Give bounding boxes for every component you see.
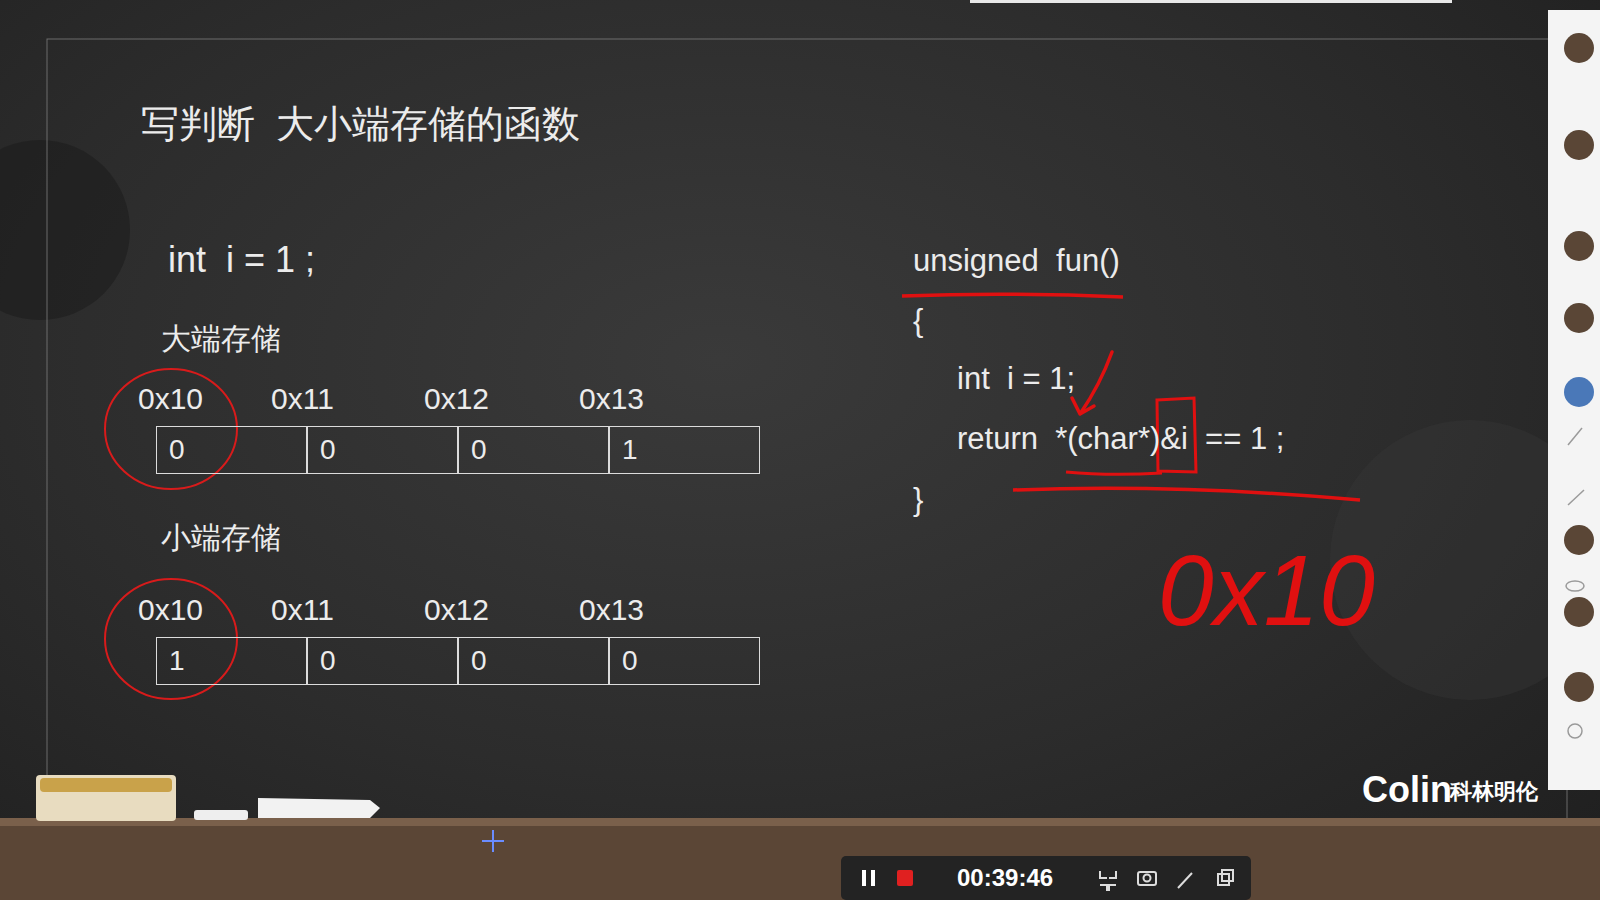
side-panel [1548, 10, 1600, 790]
byte-value: 0 [157, 434, 185, 466]
pen-tools [1566, 428, 1584, 738]
chalk-stick [258, 798, 380, 818]
watermark: Colin [1362, 768, 1452, 811]
ellipse-icon [1566, 581, 1584, 591]
record-timer: 00:39:46 [957, 864, 1053, 893]
toolbar-icons [1100, 870, 1233, 891]
byte-value: 1 [157, 645, 185, 677]
section-heading: 大端存储 [161, 321, 281, 357]
eraser [36, 775, 176, 821]
code-line: int i = 1; [957, 360, 1075, 397]
selection-edge [970, 0, 1452, 3]
byte-value: 1 [610, 434, 638, 466]
memory-cell: 0x101 [156, 637, 307, 685]
memory-cell: 0x131 [609, 426, 760, 474]
memory-address: 0x13 [579, 592, 644, 628]
memory-cell: 0x120 [458, 637, 609, 685]
code-line: return *(char*)&i == 1 ; [957, 420, 1284, 457]
wood-ledge [0, 818, 1600, 900]
memory-address: 0x13 [579, 381, 644, 417]
pen-icon [1178, 873, 1192, 888]
red-underline [902, 294, 1123, 297]
shrink-icon [1100, 871, 1116, 891]
byte-value: 0 [308, 434, 336, 466]
window-icon [1218, 874, 1229, 885]
camera-icon [1138, 872, 1156, 885]
red-underline [1013, 488, 1360, 500]
avatar [1564, 130, 1594, 160]
camera-lens [1144, 875, 1151, 882]
line-icon [1568, 490, 1584, 505]
byte-value: 0 [459, 645, 487, 677]
red-circle [105, 579, 237, 699]
avatar [1564, 33, 1594, 63]
avatar [1564, 377, 1594, 407]
memory-cell: 0x110 [307, 426, 458, 474]
byte-value: 0 [308, 645, 336, 677]
chalk-piece [194, 810, 248, 820]
memory-address: 0x12 [424, 381, 489, 417]
pause-icon [871, 870, 875, 886]
slide-frame [47, 39, 1567, 819]
memory-address: 0x10 [138, 381, 203, 417]
memory-cell: 0x130 [609, 637, 760, 685]
mouse-cursor [482, 830, 504, 852]
watermark: 科林明伦 [1450, 779, 1538, 805]
slide-title: 写判断 大小端存储的函数 [141, 102, 580, 148]
handwritten-note: 0x10 [1158, 530, 1375, 650]
code-line: } [913, 481, 923, 518]
memory-address: 0x11 [271, 592, 334, 628]
memory-cell: 0x110 [307, 637, 458, 685]
code-line: unsigned fun() [913, 242, 1120, 279]
pause-icon [862, 870, 866, 886]
byte-value: 0 [610, 645, 638, 677]
avatar [1564, 303, 1594, 333]
eraser-top [40, 778, 172, 792]
bokeh-circle [0, 140, 130, 320]
stop-icon [897, 870, 913, 886]
pen-icon [1568, 428, 1582, 445]
code-line: { [913, 302, 923, 339]
window-icon [1222, 870, 1233, 881]
red-underline [1066, 472, 1162, 474]
record-icon [1568, 724, 1582, 738]
avatar [1564, 525, 1594, 555]
memory-address: 0x11 [271, 381, 334, 417]
red-arrow [1072, 352, 1112, 414]
avatar [1564, 672, 1594, 702]
memory-address: 0x12 [424, 592, 489, 628]
memory-cell: 0x120 [458, 426, 609, 474]
byte-value: 0 [459, 434, 487, 466]
section-heading: 小端存储 [161, 520, 281, 556]
memory-address: 0x10 [138, 592, 203, 628]
red-circle [105, 369, 237, 489]
code-line: int i = 1 ; [168, 238, 315, 281]
avatar [1564, 231, 1594, 261]
record-toolbar [841, 856, 1251, 900]
avatar-list [1564, 33, 1594, 702]
avatar [1564, 597, 1594, 627]
memory-cell: 0x100 [156, 426, 307, 474]
